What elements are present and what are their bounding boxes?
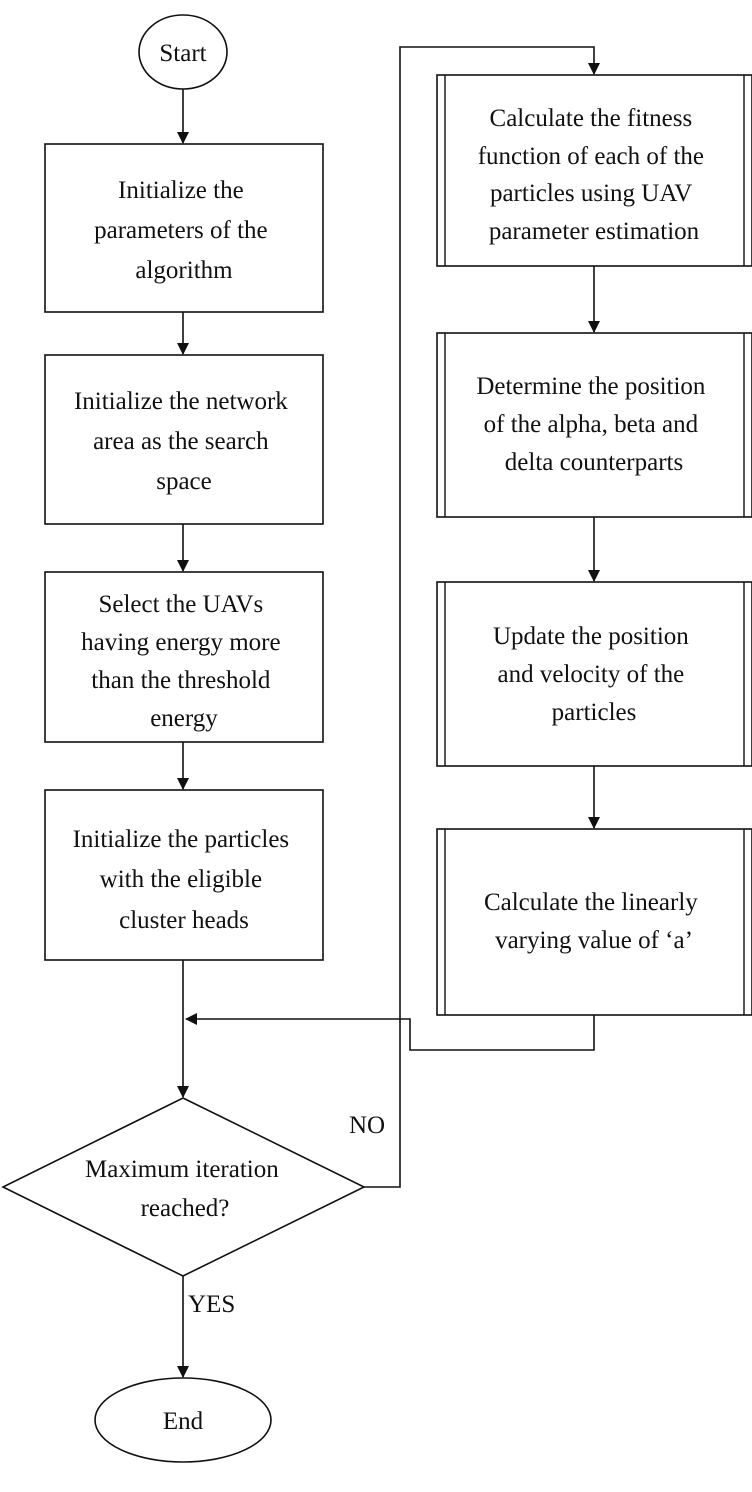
subprocess-box-determine-position — [436, 332, 752, 518]
start-label: Start — [159, 40, 206, 67]
no-branch-connector — [364, 46, 600, 1188]
process-box-initialize-network-area — [44, 354, 324, 525]
process-text-initialize-parameters: Initialize the parameters of the algorit… — [94, 177, 274, 284]
process-box-select-uavs — [44, 571, 324, 743]
process-text-select-uavs: Select the UAVs having energy more than … — [81, 591, 287, 732]
subprocess-box-update-position-velocity — [436, 581, 752, 767]
subprocess-text-calculate-fitness: Calculate the fitness function of each o… — [478, 105, 711, 245]
loop-back-connector — [185, 1013, 595, 1051]
process-box-initialize-particles — [44, 789, 324, 961]
subprocess-text-update-position-velocity: Update the position and velocity of the … — [493, 623, 695, 726]
decision-text: Maximum iteration reached? — [85, 1156, 285, 1222]
end-terminal — [94, 1377, 272, 1463]
yes-label: YES — [188, 1291, 235, 1318]
subprocess-box-calculate-fitness — [436, 74, 752, 267]
subprocess-box-calculate-linear-a — [436, 828, 752, 1016]
subprocess-text-determine-position: Determine the position of the alpha, bet… — [476, 373, 711, 476]
subprocess-text-calculate-linear-a: Calculate the linearly varying value of … — [484, 889, 704, 954]
process-box-initialize-parameters — [44, 143, 324, 313]
decision-diamond — [1, 1097, 366, 1277]
process-text-initialize-network-area: Initialize the network area as the searc… — [74, 388, 294, 495]
no-label: NO — [349, 1112, 385, 1139]
end-label: End — [163, 1408, 204, 1435]
process-text-initialize-particles: Initialize the particles with the eligib… — [73, 826, 296, 934]
